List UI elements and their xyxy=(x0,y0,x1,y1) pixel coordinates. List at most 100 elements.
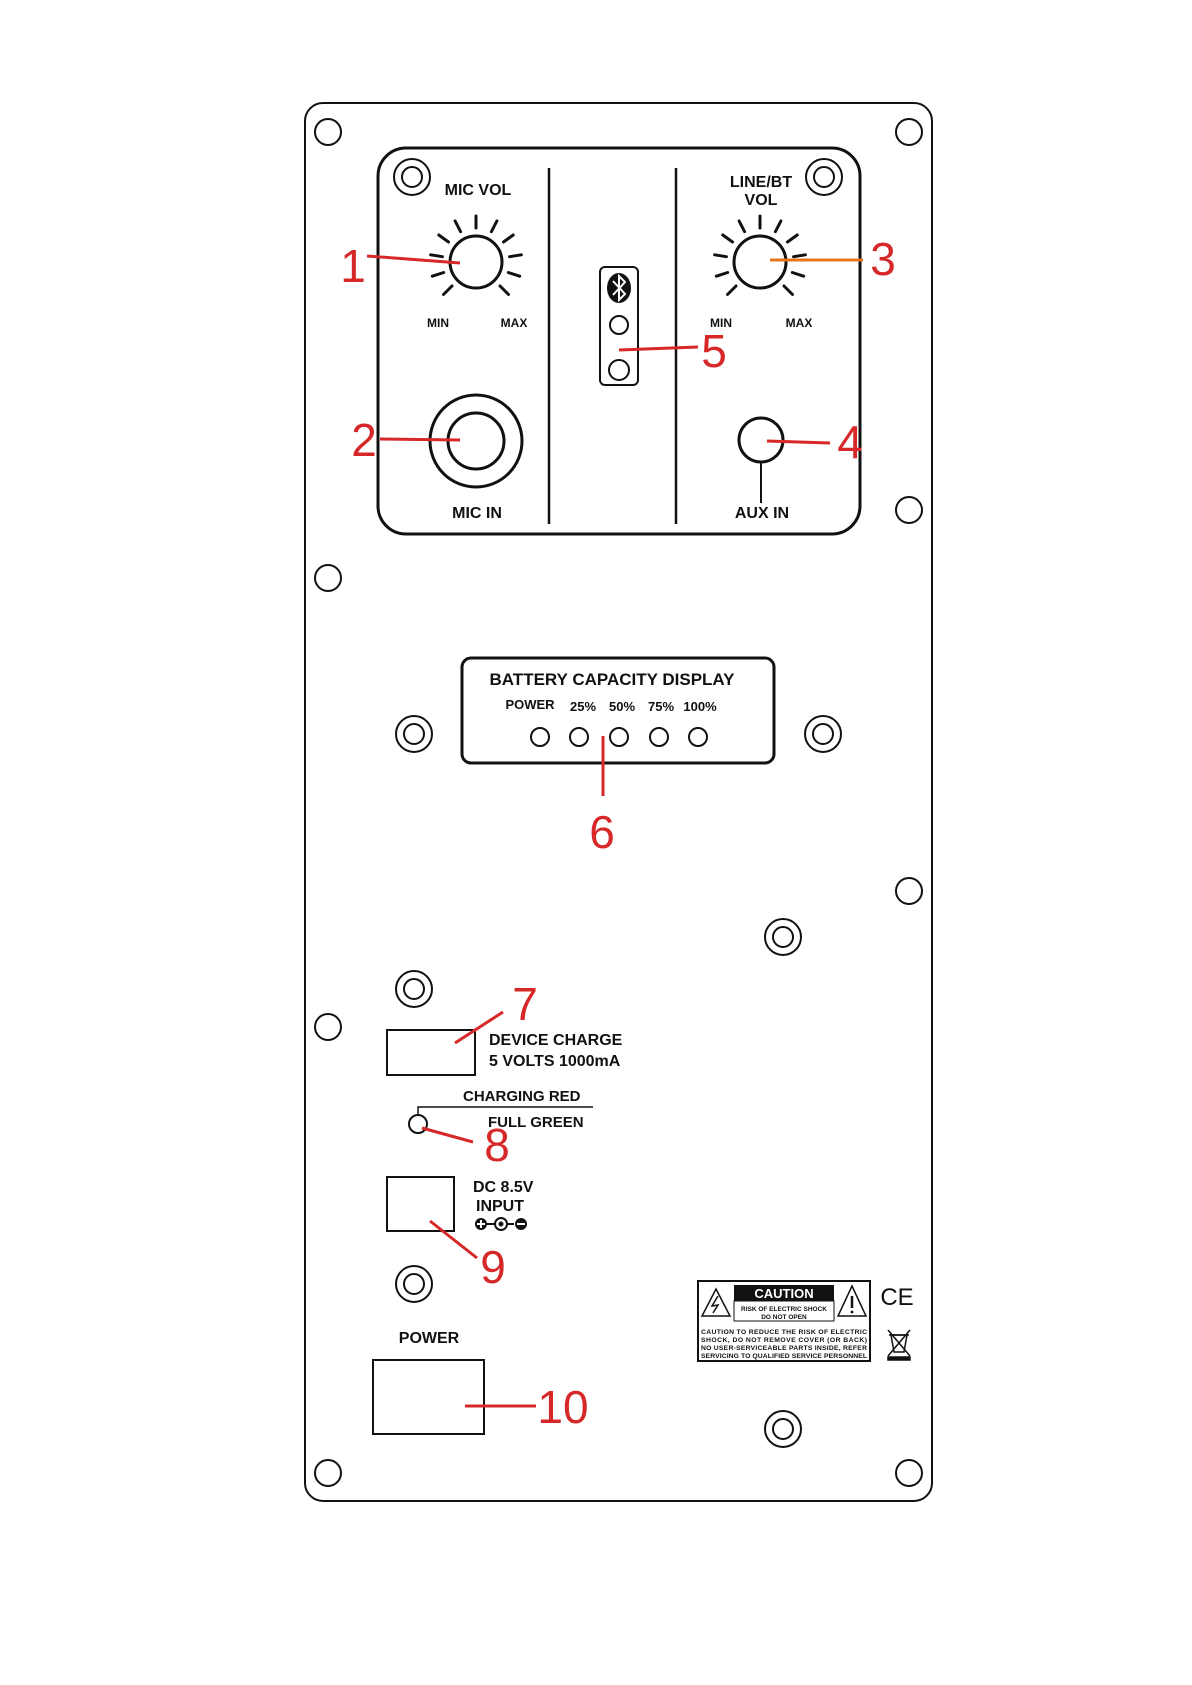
control-panel xyxy=(376,146,862,536)
caution-title: CAUTION xyxy=(754,1286,813,1301)
mount-hole xyxy=(314,1013,342,1041)
knob-tick xyxy=(792,253,807,259)
bluetooth-button[interactable] xyxy=(608,359,630,381)
mic-max-label: MAX xyxy=(501,316,528,330)
callout-number-4: 4 xyxy=(837,416,863,468)
screw-hole xyxy=(764,1410,802,1448)
line-min-label: MIN xyxy=(710,316,732,330)
mount-hole xyxy=(895,1459,923,1487)
callout-leader-7 xyxy=(454,1010,504,1045)
knob-tick xyxy=(790,271,806,278)
caution-sub1: RISK OF ELECTRIC SHOCK xyxy=(741,1306,827,1313)
battery-level-75: 75% xyxy=(648,699,674,714)
dc-input-label: INPUT xyxy=(476,1198,524,1215)
knob-tick xyxy=(506,271,522,278)
screw-hole xyxy=(764,918,802,956)
bluetooth-led xyxy=(609,315,629,335)
weee-bin-icon xyxy=(887,1329,911,1361)
bluetooth-icon xyxy=(607,273,631,303)
mic-min-label: MIN xyxy=(427,316,449,330)
callout-leader-5 xyxy=(618,345,699,352)
battery-level-100: 100% xyxy=(683,699,717,714)
knob-tick xyxy=(714,271,730,278)
knob-tick xyxy=(726,284,738,296)
battery-display xyxy=(460,656,776,765)
dc-input-voltage: DC 8.5V xyxy=(473,1179,534,1196)
line-bt-vol-knob[interactable] xyxy=(732,234,788,290)
knob-tick xyxy=(498,284,510,296)
knob-tick xyxy=(489,219,499,234)
battery-level-power: POWER xyxy=(505,697,555,712)
callout-number-7: 7 xyxy=(512,978,538,1030)
caution-body-3: NO USER-SERVICEABLE PARTS INSIDE, REFER xyxy=(701,1345,867,1352)
outer-plate xyxy=(304,102,933,1502)
callout-number-2: 2 xyxy=(351,414,377,466)
line-bt-vol-label: VOL xyxy=(745,192,778,209)
screw-hole xyxy=(395,1265,433,1303)
charge-led xyxy=(408,1114,428,1134)
full-green-label: FULL GREEN xyxy=(488,1114,584,1131)
screw-hole xyxy=(395,715,433,753)
bluetooth-module xyxy=(599,266,639,386)
knob-tick xyxy=(773,219,783,234)
ce-mark: CE xyxy=(880,1284,913,1311)
mount-hole xyxy=(314,564,342,592)
knob-tick xyxy=(786,233,799,244)
caution-label: CAUTION RISK OF ELECTRIC SHOCK DO NOT OP… xyxy=(697,1280,871,1362)
knob-tick xyxy=(430,271,446,278)
charging-red-label: CHARGING RED xyxy=(463,1088,581,1105)
mount-hole xyxy=(314,118,342,146)
callout-leaders xyxy=(366,254,863,1408)
aux-in-label: AUX IN xyxy=(735,505,789,522)
mic-in-label: MIC IN xyxy=(452,505,502,522)
mic-vol-label: MIC VOL xyxy=(445,182,512,199)
device-charge-spec: 5 VOLTS 1000mA xyxy=(489,1053,621,1070)
battery-level-25: 25% xyxy=(570,699,596,714)
usb-charge-port[interactable] xyxy=(386,1029,476,1076)
shock-hazard-icon xyxy=(700,1287,732,1317)
knob-tick xyxy=(713,253,728,259)
mount-hole xyxy=(895,118,923,146)
knob-tick xyxy=(737,219,747,234)
callout-number-5: 5 xyxy=(701,325,727,377)
knob-tick xyxy=(429,253,444,259)
screw-hole xyxy=(395,970,433,1008)
caution-sub2: DO NOT OPEN xyxy=(761,1314,807,1321)
caution-body-1: CAUTION TO REDUCE THE RISK OF ELECTRIC xyxy=(701,1329,867,1336)
battery-led-100 xyxy=(688,727,708,747)
callout-number-10: 10 xyxy=(537,1381,588,1433)
mount-hole xyxy=(314,1459,342,1487)
callout-leader-4 xyxy=(766,439,831,445)
callout-number-8: 8 xyxy=(484,1119,510,1171)
mic-vol-scale xyxy=(429,214,523,296)
callout-number-6: 6 xyxy=(589,806,615,858)
callout-number-1: 1 xyxy=(340,240,366,292)
callout-leader-1 xyxy=(366,254,461,265)
screw-hole xyxy=(805,158,843,196)
caution-body-2: SHOCK, DO NOT REMOVE COVER (OR BACK) xyxy=(701,1337,867,1344)
dc-polarity-icon xyxy=(475,1217,527,1231)
battery-led-25 xyxy=(569,727,589,747)
power-label: POWER xyxy=(399,1330,460,1347)
knob-tick xyxy=(508,253,523,259)
screw-hole xyxy=(393,158,431,196)
knob-tick xyxy=(437,233,450,244)
callout-leader-2 xyxy=(379,437,461,442)
knob-tick xyxy=(502,233,515,244)
callout-leader-9 xyxy=(429,1219,478,1260)
callout-number-9: 9 xyxy=(480,1241,506,1293)
battery-led-50 xyxy=(609,727,629,747)
battery-led-power xyxy=(530,727,550,747)
line-vol-scale xyxy=(713,214,807,296)
power-switch[interactable] xyxy=(372,1359,485,1435)
battery-led-75 xyxy=(649,727,669,747)
warning-icon xyxy=(836,1284,868,1317)
dc-input-jack[interactable] xyxy=(386,1176,455,1232)
line-max-label: MAX xyxy=(786,316,813,330)
device-charge-label: DEVICE CHARGE xyxy=(489,1032,623,1049)
callout-number-3: 3 xyxy=(870,233,896,285)
caution-body-4: SERVICING TO QUALIFIED SERVICE PERSONNEL xyxy=(701,1353,867,1360)
screw-hole xyxy=(804,715,842,753)
battery-title: BATTERY CAPACITY DISPLAY xyxy=(490,670,736,689)
mount-hole xyxy=(895,877,923,905)
